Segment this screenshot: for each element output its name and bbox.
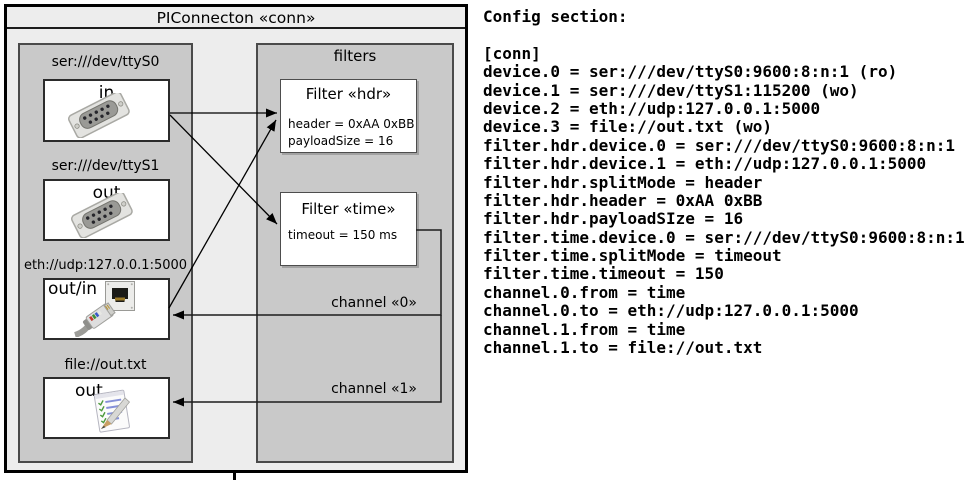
filter-title: Filter «time» — [301, 200, 396, 218]
config-line: filter.hdr.splitMode = header — [483, 172, 763, 192]
config-section: Config section: [conn] device.0 = ser://… — [483, 7, 964, 358]
port-name: out/in — [48, 279, 98, 299]
filter-attribute: header = 0xAA 0xBB — [288, 117, 415, 131]
connector-diagram: PIConnecton «conn» ser:///dev/ttyS0 in — [4, 4, 468, 473]
filter-title: Filter «hdr» — [305, 85, 392, 103]
device-label-file: file://out.txt — [64, 357, 147, 373]
filter-attribute: timeout = 150 ms — [288, 228, 398, 242]
serial-connector-icon — [60, 93, 140, 138]
filters-group: filters Filter «hdr» header = 0xAA 0xBB … — [256, 43, 454, 463]
channel-1-label: channel «1» — [331, 381, 417, 397]
device-box-ttys1: out — [43, 179, 170, 241]
filter-box-time: Filter «time» timeout = 150 ms — [280, 192, 417, 266]
config-line: filter.hdr.payloadSIze = 16 — [483, 209, 744, 229]
config-line: filter.time.device.0 = ser:///dev/ttyS0:… — [483, 227, 964, 247]
config-line: channel.1.to = file://out.txt — [483, 338, 763, 358]
device-box-file: out — [43, 377, 170, 439]
config-line: filter.time.timeout = 150 — [483, 264, 724, 284]
device-label-ttys0: ser:///dev/ttyS0 — [51, 54, 160, 70]
filter-attribute: payloadSize = 16 — [288, 134, 394, 148]
device-label-ttys1: ser:///dev/ttyS1 — [51, 158, 160, 174]
filter-box-hdr: Filter «hdr» header = 0xAA 0xBB payloadS… — [280, 79, 417, 153]
devices-group: ser:///dev/ttyS0 in — [18, 43, 193, 463]
diagram-title: PIConnecton «conn» — [7, 7, 465, 29]
config-line: device.3 = file://out.txt (wo) — [483, 117, 772, 137]
ethernet-plug-icon — [71, 298, 119, 337]
config-line: device.2 = eth://udp:127.0.0.1:5000 — [483, 98, 821, 118]
bottom-tick-mark — [233, 473, 236, 480]
serial-connector-icon — [63, 193, 143, 238]
device-box-ttys0: in — [43, 79, 170, 142]
config-line: channel.0.from = time — [483, 282, 686, 302]
config-line: channel.1.from = time — [483, 319, 686, 339]
config-line: channel.0.to = eth://udp:127.0.0.1:5000 — [483, 301, 859, 321]
device-label-eth: eth://udp:127.0.0.1:5000 — [23, 258, 188, 273]
config-line: filter.hdr.device.1 = eth://udp:127.0.0.… — [483, 154, 927, 174]
channel-0-label: channel «0» — [331, 295, 417, 311]
config-line: filter.hdr.header = 0xAA 0xBB — [483, 190, 763, 210]
config-line: filter.time.splitMode = timeout — [483, 246, 782, 266]
config-line: device.1 = ser:///dev/ttyS1:115200 (wo) — [483, 80, 859, 100]
config-heading: Config section: — [483, 7, 628, 26]
device-box-eth: out/in — [43, 278, 170, 340]
config-line: [conn] — [483, 43, 541, 63]
config-line: filter.hdr.device.0 = ser:///dev/ttyS0:9… — [483, 135, 956, 155]
config-blank-line — [483, 26, 964, 44]
config-line: device.0 = ser:///dev/ttyS0:9600:8:n:1 (… — [483, 62, 898, 82]
filters-group-label: filters — [333, 47, 377, 65]
notepad-icon — [91, 388, 135, 435]
